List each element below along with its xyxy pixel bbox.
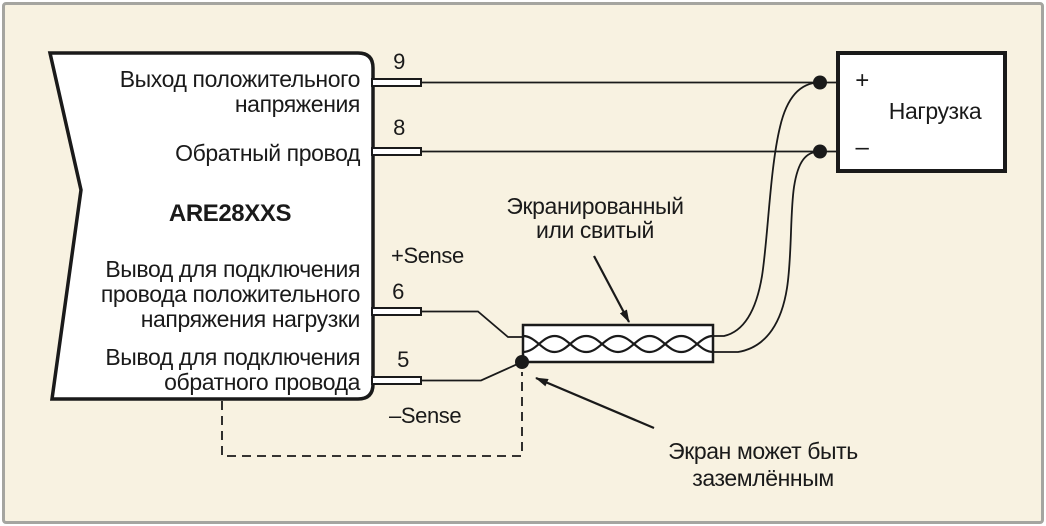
shield-rect bbox=[521, 323, 715, 364]
pin-8 bbox=[371, 147, 422, 156]
plus-sense-label: +Sense bbox=[391, 243, 464, 268]
arrow-to-ground-icon bbox=[535, 376, 655, 430]
twisted-pair-wire-b bbox=[522, 334, 714, 354]
junction-dot-minus bbox=[813, 144, 827, 159]
ground-dashed-link bbox=[221, 372, 523, 457]
module-label-positive-sense: Вывод для подключения провода положитель… bbox=[100, 256, 361, 332]
pin-9 bbox=[371, 78, 422, 87]
wiring-diagram-linework bbox=[47, 51, 1007, 457]
module-label-return-wire: Обратный провод bbox=[175, 140, 360, 166]
pin-9-label: 9 bbox=[393, 49, 405, 74]
module-label-return-sense: Вывод для подключения обратного провода bbox=[105, 344, 360, 395]
pin-5 bbox=[371, 376, 422, 385]
wire-plus-sense-lead bbox=[421, 310, 523, 338]
pin-5-label: 5 bbox=[397, 347, 409, 372]
junction-dot-plus bbox=[813, 75, 827, 90]
wire-plus-sense-rise bbox=[713, 81, 821, 337]
arrow-to-cable-icon bbox=[593, 255, 630, 323]
minus-sense-label: –Sense bbox=[389, 403, 462, 428]
load-box bbox=[836, 51, 1007, 173]
pin-6 bbox=[371, 307, 422, 316]
load-minus-terminal-label: – bbox=[855, 134, 869, 161]
pin-8-label: 8 bbox=[393, 115, 405, 140]
shield-ground-note: Экран может быть заземлённым bbox=[668, 438, 858, 491]
load-title: Нагрузка bbox=[888, 98, 982, 124]
wire-minus-sense-lead bbox=[421, 361, 523, 382]
pin-6-label: 6 bbox=[392, 279, 404, 304]
wire-minus-sense-rise bbox=[713, 150, 821, 353]
junction-dot-shield bbox=[515, 355, 529, 369]
cable-type-note: Экранированный или свитый bbox=[506, 193, 684, 243]
module-name-label: ARE28XXS bbox=[168, 200, 292, 227]
twisted-pair-wire-a bbox=[522, 334, 714, 354]
module-label-positive-output: Выход положительного напряжения bbox=[119, 66, 361, 117]
load-plus-terminal-label: + bbox=[855, 67, 869, 94]
